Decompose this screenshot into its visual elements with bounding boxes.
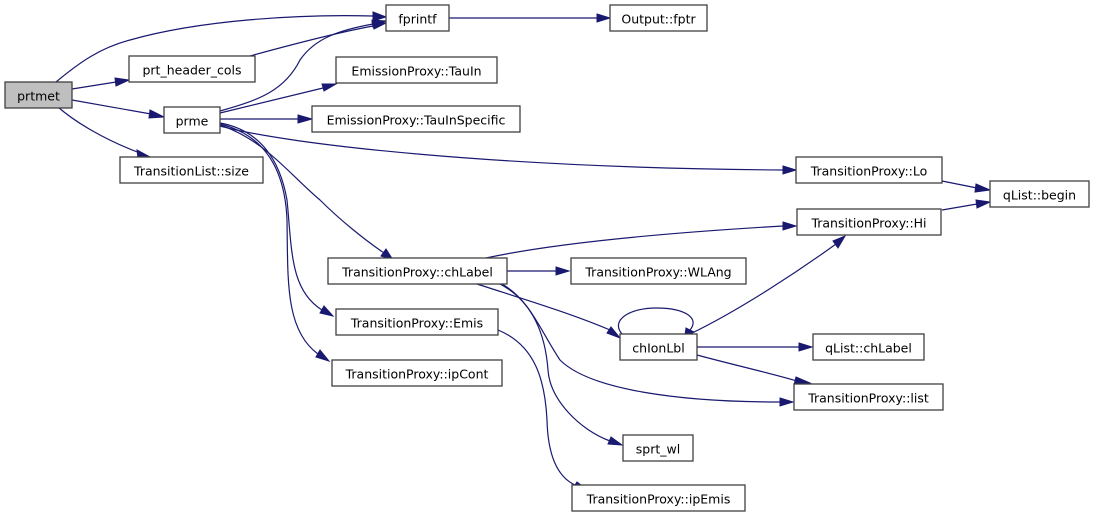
node-label: TransitionProxy::Hi — [810, 216, 926, 231]
edge-prme-TauInSpecific — [220, 114, 314, 124]
edge-fprintf-fptr — [449, 13, 612, 23]
edge-prtmet-size — [57, 106, 152, 159]
edge-chLabel-chIonLbl — [476, 283, 622, 340]
node-sprt-wl[interactable]: sprt_wl — [622, 434, 694, 462]
edge-chIonLbl-list — [696, 354, 812, 386]
edge-Lo-begin — [941, 180, 992, 193]
node-box — [385, 4, 450, 32]
edge-prme-ipCont — [219, 123, 331, 362]
node-label: prt_header_cols — [142, 63, 241, 78]
node-label: TransitionProxy::Emis — [350, 316, 483, 331]
node-box — [796, 208, 942, 236]
node-tauinspecific[interactable]: EmissionProxy::TauInSpecific — [311, 105, 521, 133]
node-label: TransitionProxy::Lo — [810, 164, 928, 179]
node-box — [335, 56, 498, 84]
node-box — [989, 180, 1090, 208]
node-box — [119, 156, 264, 184]
edge-chLabel-WLAng — [507, 266, 571, 276]
edge-chIonLbl-self — [617, 307, 696, 336]
node-hi[interactable]: TransitionProxy::Hi — [796, 208, 942, 236]
node-box — [571, 484, 746, 512]
node-label: qList::chLabel — [825, 341, 912, 356]
node-label: sprt_wl — [636, 442, 680, 457]
edge-prtmet-prme — [71, 99, 166, 119]
node-label: fprintf — [398, 12, 437, 27]
node-box — [793, 383, 944, 411]
edge-prme-fprintf — [219, 19, 387, 112]
edge-Emis-ipEmis — [497, 329, 588, 490]
edge-chIonLbl-qchLabel — [697, 342, 814, 352]
node-lo[interactable]: TransitionProxy::Lo — [795, 156, 943, 184]
edge-chLabel-sprt_wl — [499, 283, 624, 446]
node-ipemis[interactable]: TransitionProxy::ipEmis — [571, 484, 746, 512]
node-wlang[interactable]: TransitionProxy::WLAng — [570, 257, 747, 285]
node-label: TransitionProxy::chLabel — [341, 265, 493, 280]
node-label: TransitionProxy::ipCont — [345, 367, 489, 382]
node-box — [331, 359, 503, 387]
node-chlabel[interactable]: TransitionProxy::chLabel — [327, 257, 508, 285]
node-size[interactable]: TransitionList::size — [119, 156, 264, 184]
node-qchlabel[interactable]: qList::chLabel — [812, 333, 925, 361]
node-fptr[interactable]: Output::fptr — [609, 4, 708, 32]
node-box — [311, 105, 521, 133]
edge-Hi-begin — [941, 199, 992, 211]
node-box — [327, 257, 508, 285]
node-prt-header-cols[interactable]: prt_header_cols — [128, 55, 256, 83]
edge-prtmet-fprintf — [55, 11, 388, 83]
node-box — [795, 156, 943, 184]
node-label: Output::fptr — [621, 12, 696, 27]
node-prtmet[interactable]: prtmet — [4, 81, 73, 109]
node-box — [4, 81, 73, 109]
node-box — [335, 308, 499, 336]
node-tauin[interactable]: EmissionProxy::TauIn — [335, 56, 498, 84]
node-box — [619, 333, 698, 361]
node-box — [163, 106, 221, 134]
node-label: qList::begin — [1003, 188, 1076, 203]
node-chionlbl[interactable]: chIonLbl — [619, 333, 698, 361]
edge-prtmet-prt_header_cols — [71, 77, 131, 90]
node-label: EmissionProxy::TauInSpecific — [327, 113, 506, 128]
node-label: TransitionProxy::list — [807, 391, 929, 406]
node-box — [812, 333, 925, 361]
node-label: chIonLbl — [632, 341, 684, 356]
edge-prt_header_cols-fprintf — [249, 21, 388, 57]
edges-layer — [55, 11, 992, 490]
edge-prme-chLabel — [219, 124, 395, 261]
node-label: TransitionProxy::ipEmis — [586, 492, 731, 507]
node-fprintf[interactable]: fprintf — [385, 4, 450, 32]
node-label: TransitionList::size — [133, 164, 249, 179]
node-list[interactable]: TransitionProxy::list — [793, 383, 944, 411]
nodes-layer: prtmet fprintf Output::fptrprt_header_cols… — [4, 4, 1090, 512]
node-box — [622, 434, 694, 462]
node-label: prtmet — [17, 89, 60, 104]
edge-prme-TauIn — [219, 83, 338, 114]
node-box — [570, 257, 747, 285]
edge-prme-Emis — [219, 122, 335, 317]
edge-chLabel-Hi — [485, 221, 798, 259]
node-ipcont[interactable]: TransitionProxy::ipCont — [331, 359, 503, 387]
edge-chIonLbl-Hi — [689, 234, 847, 335]
node-label: EmissionProxy::TauIn — [351, 64, 481, 79]
node-emis[interactable]: TransitionProxy::Emis — [335, 308, 499, 336]
node-label: prme — [176, 114, 209, 129]
node-label: TransitionProxy::WLAng — [584, 265, 731, 280]
node-begin[interactable]: qList::begin — [989, 180, 1090, 208]
edge-prme-Lo — [219, 125, 798, 175]
node-box — [128, 55, 256, 83]
node-box — [609, 4, 708, 32]
node-prme[interactable]: prme — [163, 106, 221, 134]
